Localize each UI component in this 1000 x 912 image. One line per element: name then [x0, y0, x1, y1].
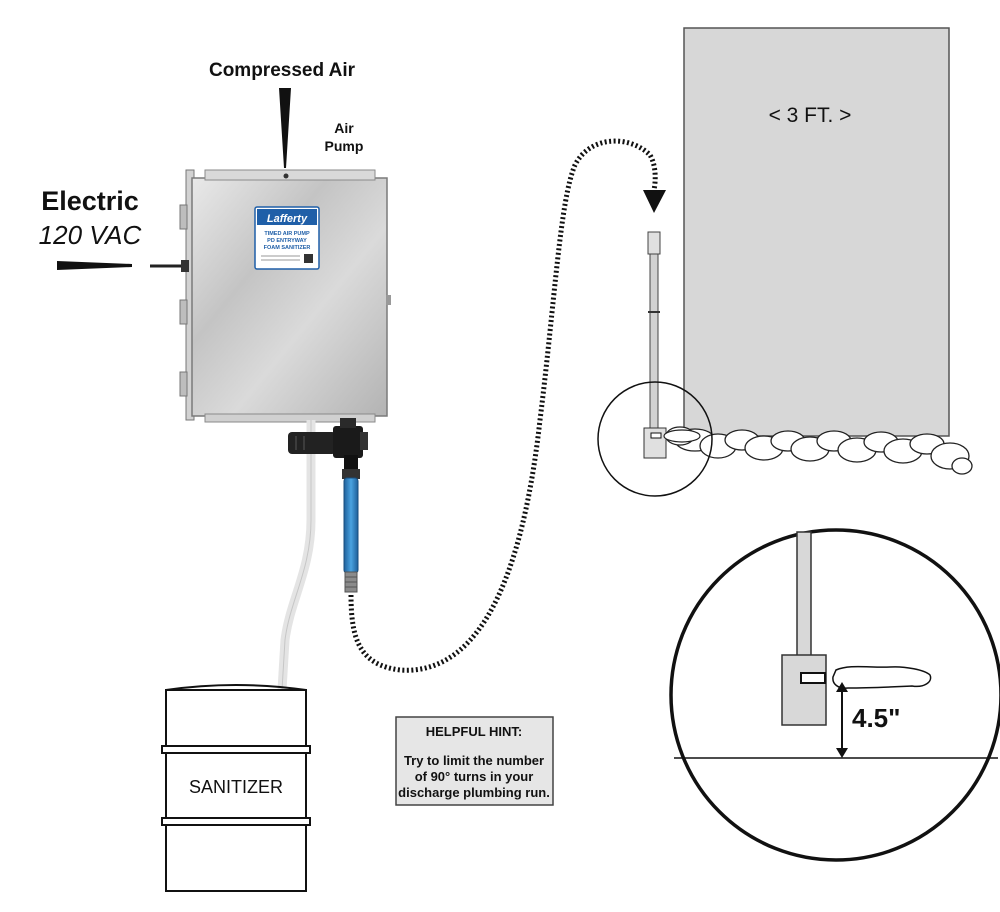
unit-label-line1: TIMED AIR PUMP [264, 231, 310, 237]
power-inlet [181, 260, 189, 272]
voltage-label: 120 VAC [39, 220, 142, 250]
air-pump-label-line2: Pump [325, 138, 364, 154]
vertical-discharge-pipe [647, 231, 661, 431]
electric-label: Electric [41, 186, 139, 216]
foam-barrier [665, 426, 973, 475]
compressed-air-arrow [279, 88, 291, 168]
brand-logo: Lafferty [267, 213, 308, 225]
unit-label-line2: PD ENTRYWAY [267, 238, 307, 244]
discharge-valve [288, 418, 368, 479]
hint-line3: discharge plumbing run. [398, 785, 550, 800]
hint-title: HELPFUL HINT: [426, 724, 523, 739]
unit-label-line3: FOAM SANITIZER [264, 245, 311, 251]
sanitizer-drum [161, 684, 311, 892]
wall [683, 27, 950, 437]
helpful-hint-box [395, 716, 554, 806]
compressed-air-label: Compressed Air [209, 60, 356, 81]
discharge-hose [343, 477, 359, 574]
detail-callout-small [597, 381, 713, 497]
intake-tube [277, 420, 316, 691]
hint-line1: Try to limit the number [404, 753, 544, 768]
detail-callout-large [669, 528, 1000, 862]
discharge-arrow [643, 190, 666, 213]
hint-line2: of 90° turns in your [415, 769, 534, 784]
air-pump-label-line1: Air [334, 120, 354, 136]
height-dimension [836, 682, 848, 758]
electric-arrow [57, 261, 132, 270]
wall-width-label: < 3 FT. > [769, 104, 852, 127]
product-label: Lafferty TIMED AIR PUMP PD ENTRYWAY FOAM… [254, 206, 320, 270]
drum-label: SANITIZER [189, 777, 283, 797]
height-label: 4.5" [852, 703, 900, 733]
foam-nozzle [643, 427, 701, 459]
